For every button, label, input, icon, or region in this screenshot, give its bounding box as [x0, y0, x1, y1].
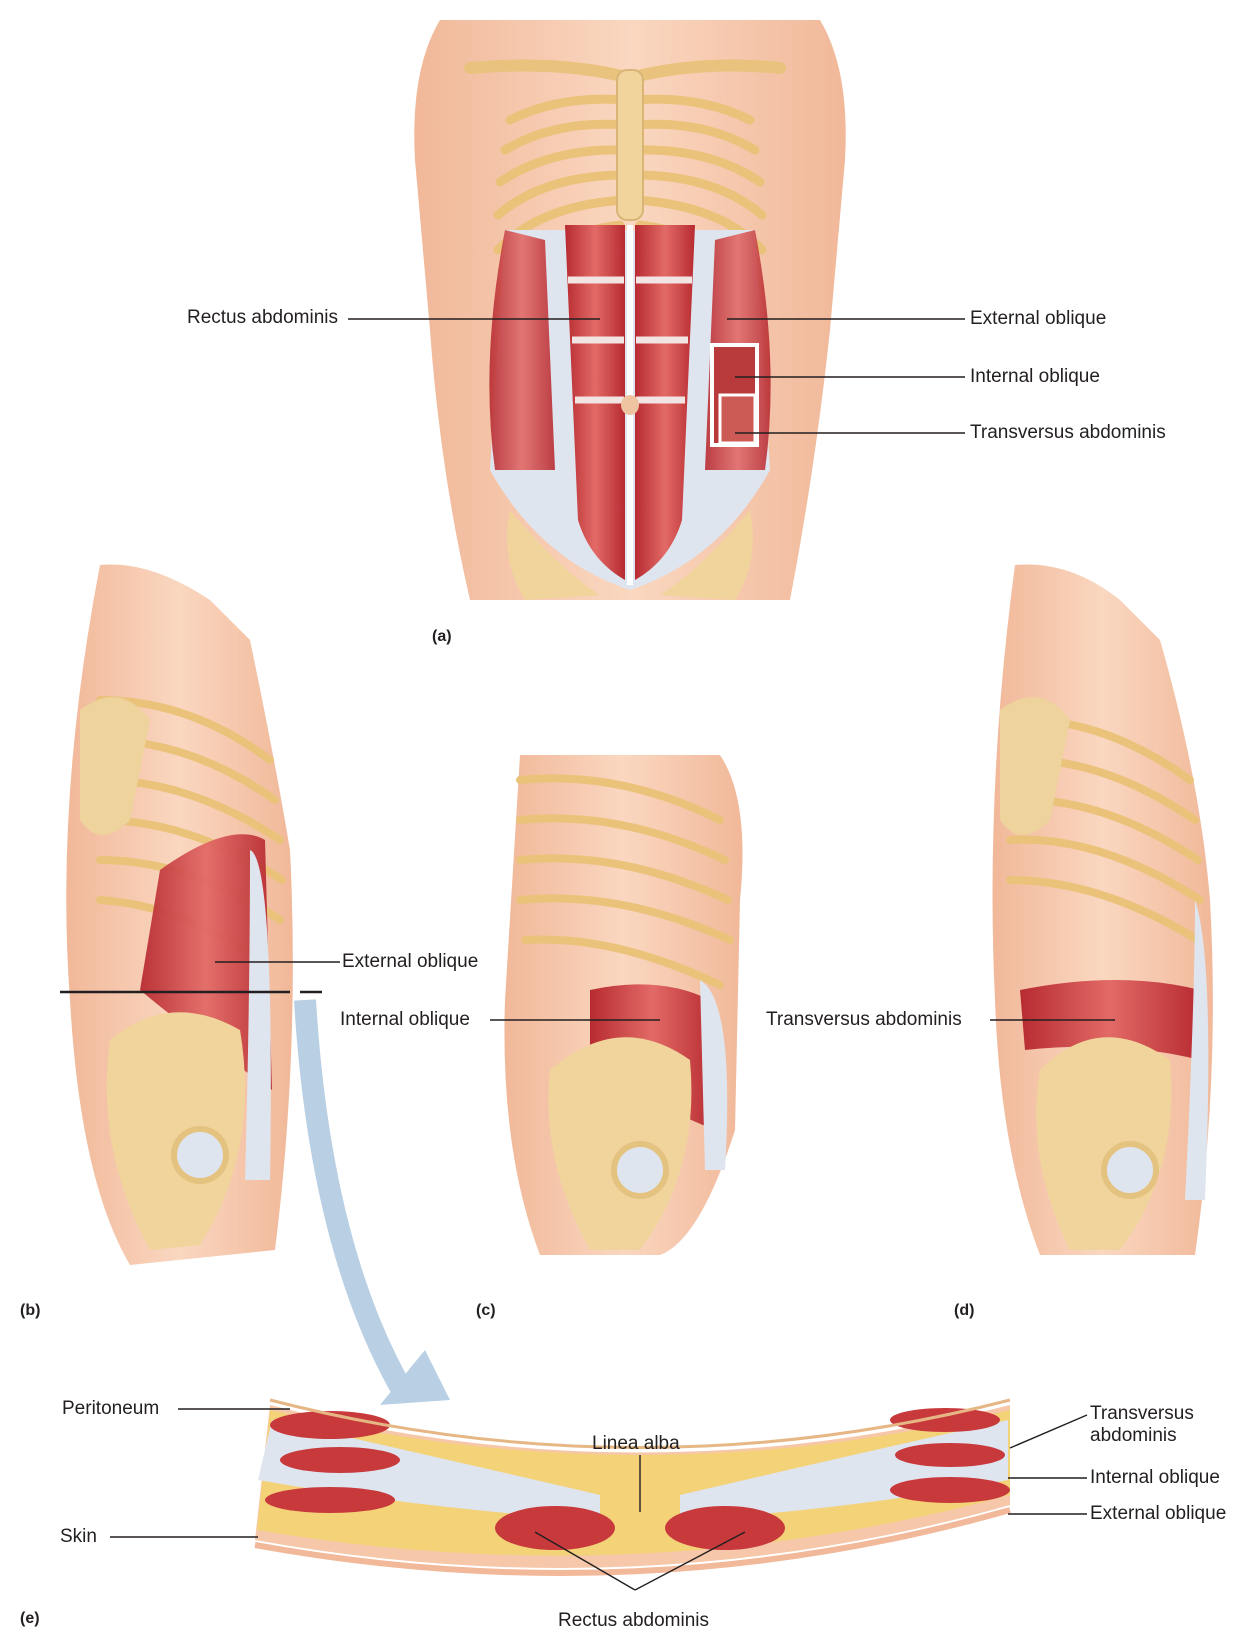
label-a-rectus-abdominis: Rectus abdominis: [130, 307, 338, 329]
label-e-internal-oblique: Internal oblique: [1090, 1467, 1220, 1489]
label-a-external-oblique: External oblique: [970, 308, 1106, 330]
label-e-peritoneum: Peritoneum: [62, 1398, 159, 1420]
panel-label-e: (e): [20, 1610, 40, 1628]
panel-e-cross-section: [255, 1400, 1010, 1573]
label-e-rectus-abdominis: Rectus abdominis: [558, 1610, 709, 1632]
panel-d-torso: [993, 564, 1213, 1255]
panel-a-torso: [414, 20, 845, 600]
panel-c-torso: [504, 755, 742, 1255]
panel-label-d: (d): [954, 1302, 974, 1320]
panel-label-a: (a): [432, 628, 452, 646]
label-e-skin: Skin: [60, 1526, 97, 1548]
label-a-internal-oblique: Internal oblique: [970, 366, 1100, 388]
cross-section-arrow: [305, 1000, 405, 1395]
label-b-external-oblique: External oblique: [342, 951, 478, 973]
panel-label-b: (b): [20, 1302, 40, 1320]
label-e-linea-alba: Linea alba: [592, 1433, 680, 1455]
label-d-transversus-abdominis: Transversus abdominis: [766, 1009, 962, 1031]
panel-b-torso: [66, 564, 293, 1265]
label-e-transversus-abdominis: Transversus abdominis: [1090, 1403, 1249, 1447]
panel-label-c: (c): [476, 1302, 496, 1320]
label-a-transversus-abdominis: Transversus abdominis: [970, 422, 1166, 444]
label-c-internal-oblique: Internal oblique: [340, 1009, 470, 1031]
label-e-external-oblique: External oblique: [1090, 1503, 1226, 1525]
